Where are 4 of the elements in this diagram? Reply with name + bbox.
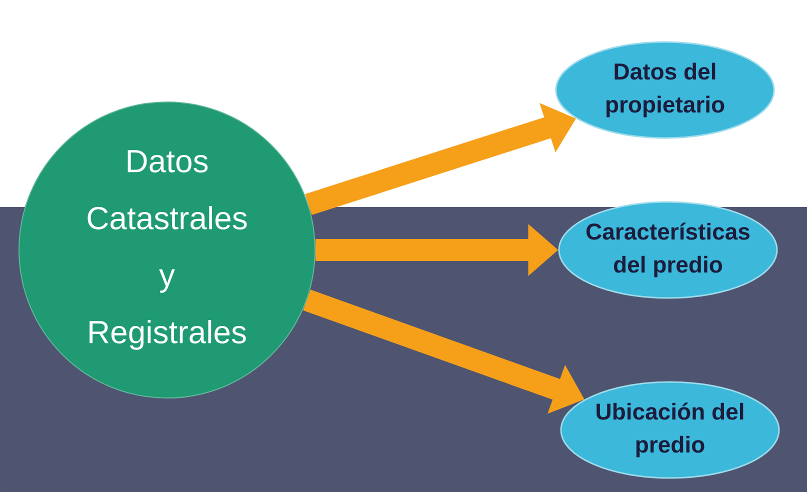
ellipse-node: Características del predio: [558, 201, 778, 299]
ellipse-node: Datos del propietario: [555, 41, 775, 139]
circle-node: Datos Catastrales y Registrales: [18, 102, 316, 398]
ellipse-node: Ubicación del predio: [560, 381, 780, 479]
